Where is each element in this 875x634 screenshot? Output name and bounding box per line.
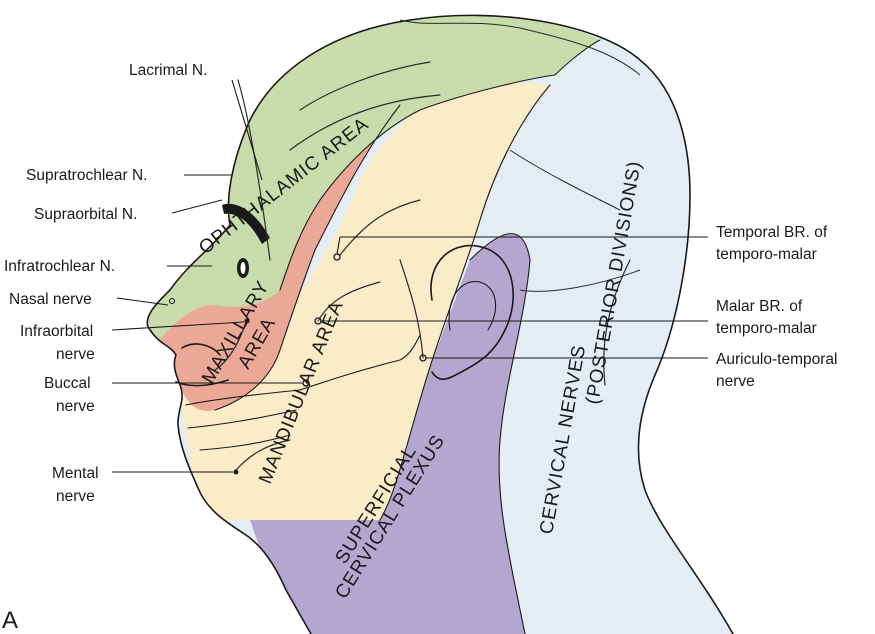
buccal-label-1: Buccal <box>44 375 91 392</box>
nasal-nerve-label: Nasal nerve <box>9 291 92 308</box>
buccal-label-2: nerve <box>56 398 95 415</box>
supratrochlear-label: Supratrochlear N. <box>26 167 147 184</box>
supraorbital-label: Supraorbital N. <box>34 206 137 223</box>
panel-letter: A <box>2 607 18 634</box>
infraorbital-point <box>245 319 250 324</box>
lacrimal-label: Lacrimal N. <box>129 62 207 79</box>
mental-label-1: Mental <box>52 465 99 482</box>
malar-branch-label-2: temporo-malar <box>716 320 817 337</box>
infratrochlear-label: Infratrochlear N. <box>4 258 115 275</box>
mental-label-2: nerve <box>56 488 95 505</box>
malar-branch-label-1: Malar BR. of <box>716 298 803 315</box>
infraorbital-label-2: nerve <box>56 346 95 363</box>
auriculotemporal-label-2: nerve <box>716 373 755 390</box>
auriculotemporal-label-1: Auriculo-temporal <box>716 351 837 368</box>
infraorbital-label-1: Infraorbital <box>20 323 93 340</box>
temporal-branch-label-1: Temporal BR. of <box>716 224 828 241</box>
temporal-branch-label-2: temporo-malar <box>716 246 817 263</box>
mental-point <box>234 470 239 475</box>
